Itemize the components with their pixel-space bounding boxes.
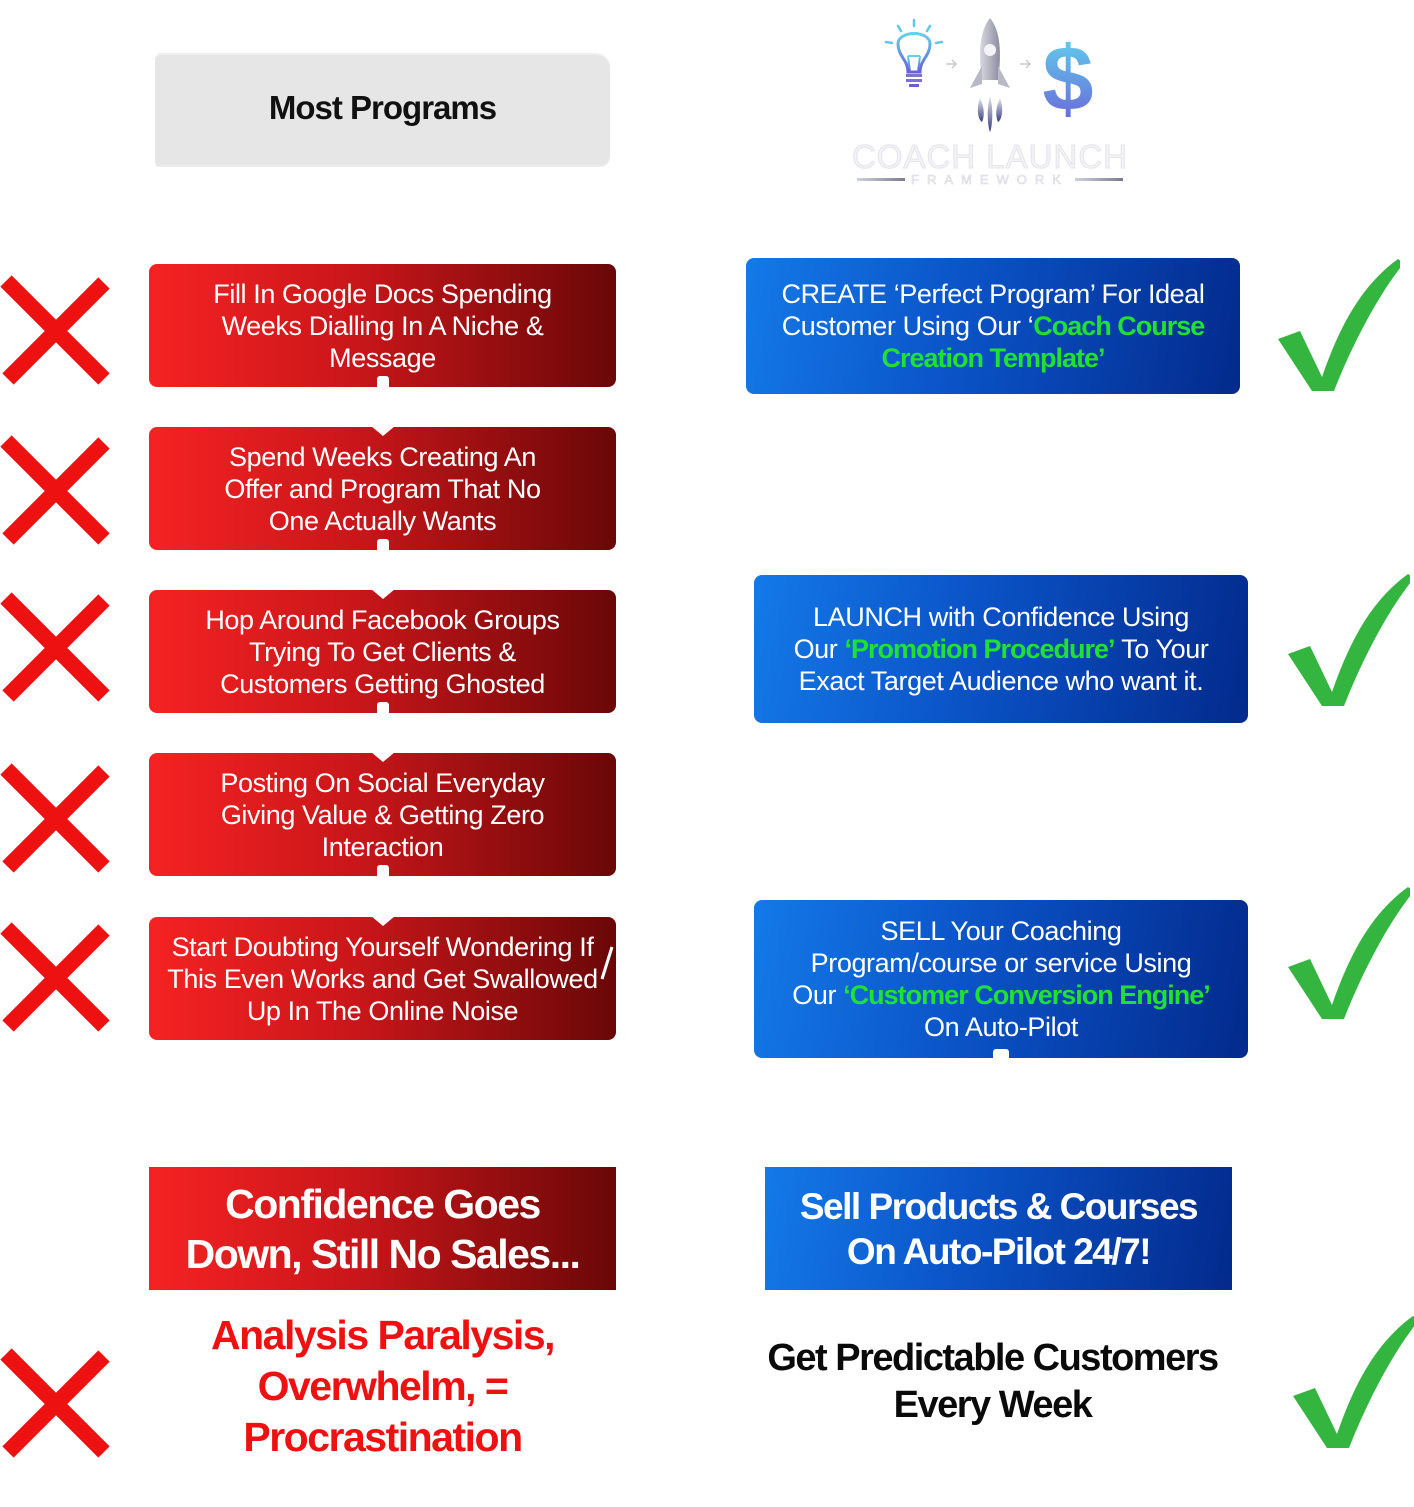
- item-text: Hop Around Facebook Groups Trying To Get…: [205, 604, 560, 699]
- item-text: Posting On Social Everyday Giving Value …: [220, 767, 545, 862]
- logo-divider-left: [857, 178, 906, 181]
- framework-step-create: CREATE ‘Perfect Program’ For Ideal Custo…: [746, 258, 1240, 394]
- most-programs-item: Spend Weeks Creating An Offer and Progra…: [149, 426, 616, 551]
- connector-notch: [370, 752, 395, 762]
- check-mark-icon: [1288, 574, 1410, 706]
- connector-notch: [376, 865, 389, 877]
- logo-subtitle: FRAMEWORK: [911, 172, 1069, 188]
- logo-divider-right: [1074, 178, 1123, 181]
- x-mark-icon: [0, 435, 110, 545]
- check-mark-icon: [1288, 887, 1410, 1019]
- step-text-before: CREATE ‘Perfect Program’ For Ideal Custo…: [781, 279, 1205, 341]
- connector-notch: [370, 916, 395, 926]
- lightbulb-icon: [884, 18, 944, 87]
- step-highlight: ‘Promotion Procedure’: [844, 634, 1115, 664]
- summary-text: Confidence Goes Down, Still No Sales...: [185, 1180, 581, 1277]
- framework-step-launch: LAUNCH with Confidence Using Our ‘Promot…: [754, 575, 1248, 723]
- summary-text: Sell Products & Courses On Auto-Pilot 24…: [799, 1185, 1199, 1272]
- dollar-icon: $: [1042, 28, 1093, 130]
- arrow-right-icon: [946, 59, 958, 69]
- x-mark-icon: [0, 275, 110, 385]
- most-programs-result: Analysis Paralysis, Overwhelm, = Procras…: [210, 1312, 556, 1460]
- step-highlight: Coach Course Creation Template’: [881, 311, 1205, 373]
- x-mark-icon: [0, 922, 110, 1032]
- x-mark-icon: [0, 592, 110, 702]
- x-mark-icon: [0, 763, 110, 873]
- most-programs-summary: Confidence Goes Down, Still No Sales...: [149, 1167, 616, 1290]
- most-programs-item: Posting On Social Everyday Giving Value …: [149, 752, 616, 877]
- check-mark-icon: [1293, 1316, 1414, 1448]
- logo-subtitle-row: FRAMEWORK: [845, 172, 1135, 187]
- header-brush-background: [155, 55, 610, 165]
- connector-notch: [376, 702, 389, 714]
- most-programs-item: Start Doubting Yourself Wondering If Thi…: [149, 916, 616, 1040]
- check-mark-icon: [1278, 259, 1400, 391]
- framework-result: Get Predictable Customers Every Week: [767, 1337, 1219, 1426]
- x-mark-icon: [0, 1348, 110, 1458]
- most-programs-item: Fill In Google Docs Spending Weeks Diall…: [149, 264, 616, 388]
- step-highlight: ‘Customer Conversion Engine’: [843, 980, 1211, 1010]
- step-text-before: LAUNCH with Confidence Using Our: [793, 602, 1190, 664]
- connector-notch: [993, 1049, 1009, 1059]
- item-text: Fill In Google Docs Spending Weeks Diall…: [213, 278, 552, 373]
- item-text: Start Doubting Yourself Wondering If Thi…: [167, 931, 598, 1026]
- coach-launch-logo: $: [884, 18, 1094, 132]
- most-programs-title: Most Programs: [268, 88, 497, 126]
- arrow-right-icon: [1020, 59, 1032, 69]
- step-text: LAUNCH with Confidence Using Our ‘Promot…: [791, 601, 1211, 697]
- item-text: Spend Weeks Creating An Offer and Progra…: [224, 441, 541, 536]
- connector-notch: [376, 539, 389, 551]
- step-text: SELL Your Coaching Program/course or ser…: [791, 915, 1211, 1043]
- step-text-after: To Your Exact Target Audience who want i…: [798, 634, 1209, 696]
- connector-notch: [370, 589, 395, 599]
- connector-notch: [376, 376, 389, 388]
- rocket-icon: [970, 18, 1010, 132]
- framework-step-sell: SELL Your Coaching Program/course or ser…: [754, 900, 1248, 1059]
- logo-title: COACH LAUNCH: [851, 138, 1129, 176]
- framework-summary: Sell Products & Courses On Auto-Pilot 24…: [765, 1167, 1232, 1290]
- connector-notch: [370, 426, 395, 436]
- step-text: CREATE ‘Perfect Program’ For Ideal Custo…: [768, 278, 1218, 374]
- step-text-after: On Auto-Pilot: [924, 1012, 1078, 1042]
- most-programs-item: Hop Around Facebook Groups Trying To Get…: [149, 589, 616, 714]
- step-text-before: SELL Your Coaching Program/course or ser…: [792, 916, 1192, 1010]
- svg-text:$: $: [1042, 28, 1093, 130]
- slash-mark-icon: [600, 946, 614, 980]
